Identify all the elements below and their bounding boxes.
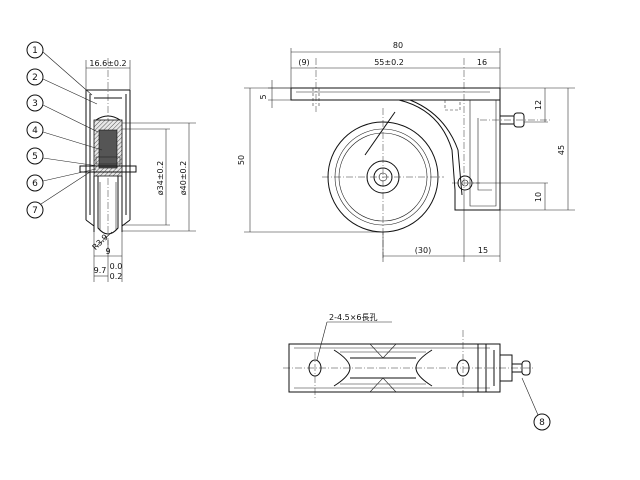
svg-text:1: 1: [32, 46, 38, 56]
svg-text:8: 8: [539, 418, 545, 428]
dim-dia-40: ø40±0.2: [179, 161, 188, 196]
balloon-6: 6: [26, 168, 97, 192]
dim-dia-34: ø34±0.2: [156, 161, 165, 196]
dim-overall-80: 80: [393, 41, 403, 50]
balloon-2: 2: [26, 68, 98, 105]
bottom-view: 8: [283, 321, 551, 431]
dim-height-50: 50: [237, 155, 246, 165]
svg-text:6: 6: [32, 179, 38, 189]
dim-tol-lower: 0.2: [110, 272, 123, 281]
part-balloons: 1 2 3 4 5 6 7: [26, 41, 103, 219]
dim-right-12: 12: [534, 100, 543, 110]
dim-flange-5: 5: [259, 94, 268, 99]
balloon-8: 8: [521, 377, 551, 431]
svg-text:4: 4: [32, 126, 38, 136]
dim-height-45: 45: [557, 145, 566, 155]
svg-text:2: 2: [32, 73, 38, 83]
dim-width-top: 16.6±0.2: [89, 59, 126, 68]
side-section-view: [79, 58, 196, 282]
dim-bottom-15: 15: [478, 246, 488, 255]
svg-text:7: 7: [32, 206, 38, 216]
dim-right-16: 16: [477, 58, 487, 67]
balloon-4: 4: [26, 121, 103, 151]
balloon-3: 3: [26, 94, 99, 133]
dim-bottom-30: (30): [415, 246, 431, 255]
dim-offset-9: (9): [298, 58, 309, 67]
balloon-7: 7: [26, 171, 91, 219]
front-view-dimension-lines: [244, 48, 575, 262]
dim-bottom-9: 9: [105, 247, 110, 256]
dim-tol-upper: 0.0: [110, 262, 123, 271]
hole-note: 2-4.5×6長孔: [329, 313, 378, 322]
balloon-5: 5: [26, 147, 99, 167]
dim-pitch-55: 55±0.2: [374, 58, 404, 67]
dim-bottom-9-7: 9.7: [94, 266, 107, 275]
svg-text:3: 3: [32, 99, 38, 109]
svg-text:5: 5: [32, 152, 38, 162]
dim-right-10: 10: [534, 192, 543, 202]
front-view-dimensions: 80 (9) 55±0.2 16 5 50 12 45 10 (30) 15: [237, 41, 566, 255]
balloon-1: 1: [26, 41, 93, 96]
